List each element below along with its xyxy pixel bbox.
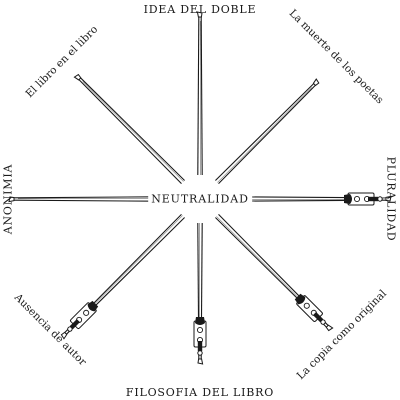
label-left: ANONIMIA [1,163,15,235]
label-bottom: FILOSOFIA DEL LIBRO [125,386,275,399]
bow-bottom-right [215,214,334,332]
label-top: IDEA DEL DOBLE [143,3,257,16]
bow-top-left [73,73,185,184]
bow-bottom-left [60,214,185,340]
center-label: NEUTRALIDAD [148,191,252,207]
label-right: PLURALIDAD [384,156,398,242]
bow-bottom [193,222,207,365]
bow-top-right [215,78,320,184]
bow-top [196,11,203,176]
bow-left [8,196,157,203]
